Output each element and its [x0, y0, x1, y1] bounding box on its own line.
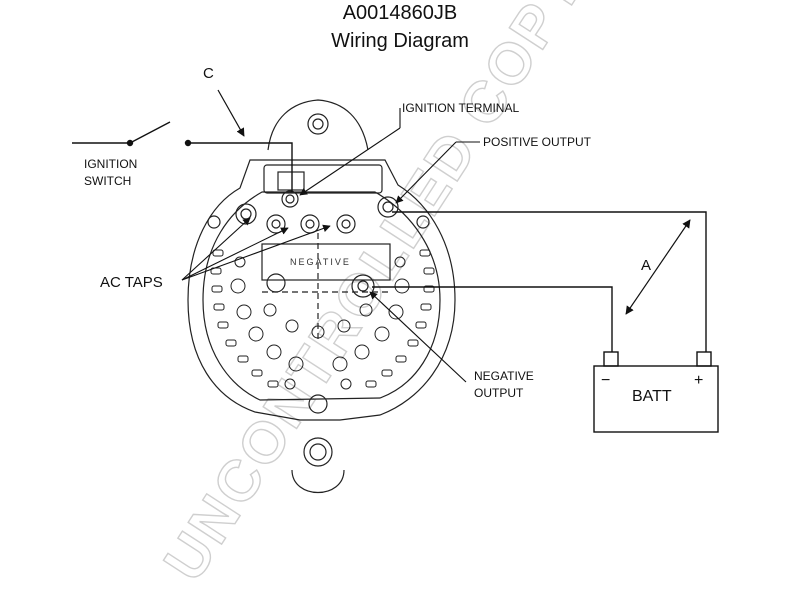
- ac-taps-label: AC TAPS: [100, 274, 163, 291]
- negative-output-wire: [372, 286, 613, 352]
- ignition-wire: [188, 142, 293, 192]
- negative-plate-label: NEGATIVE: [290, 257, 351, 267]
- battery: [593, 351, 719, 433]
- positive-output-label: POSITIVE OUTPUT: [483, 135, 592, 149]
- c-label: C: [203, 65, 214, 82]
- ignition-switch-label-line2: SWITCH: [84, 174, 132, 188]
- a-double-arrow: [625, 219, 691, 315]
- battery-label: BATT: [632, 388, 672, 405]
- ignition-terminal-label: IGNITION TERMINAL: [402, 101, 520, 115]
- ignition-switch-label-line1: IGNITION: [84, 157, 138, 171]
- ignition-switch: [72, 121, 192, 147]
- a-label: A: [641, 257, 652, 274]
- negative-output-label-line2: OUTPUT: [474, 386, 524, 400]
- leader-arrows: [181, 108, 480, 383]
- negative-output-label-line1: NEGATIVE: [474, 369, 534, 383]
- diagram-subtitle: Wiring Diagram: [331, 30, 469, 52]
- part-number-title: A0014860JB: [342, 2, 458, 24]
- battery-positive-sign: +: [694, 372, 704, 389]
- c-arrow: [217, 89, 245, 137]
- positive-output-wire: [392, 211, 707, 352]
- battery-negative-sign: −: [601, 372, 611, 389]
- alternator-body: [187, 99, 456, 493]
